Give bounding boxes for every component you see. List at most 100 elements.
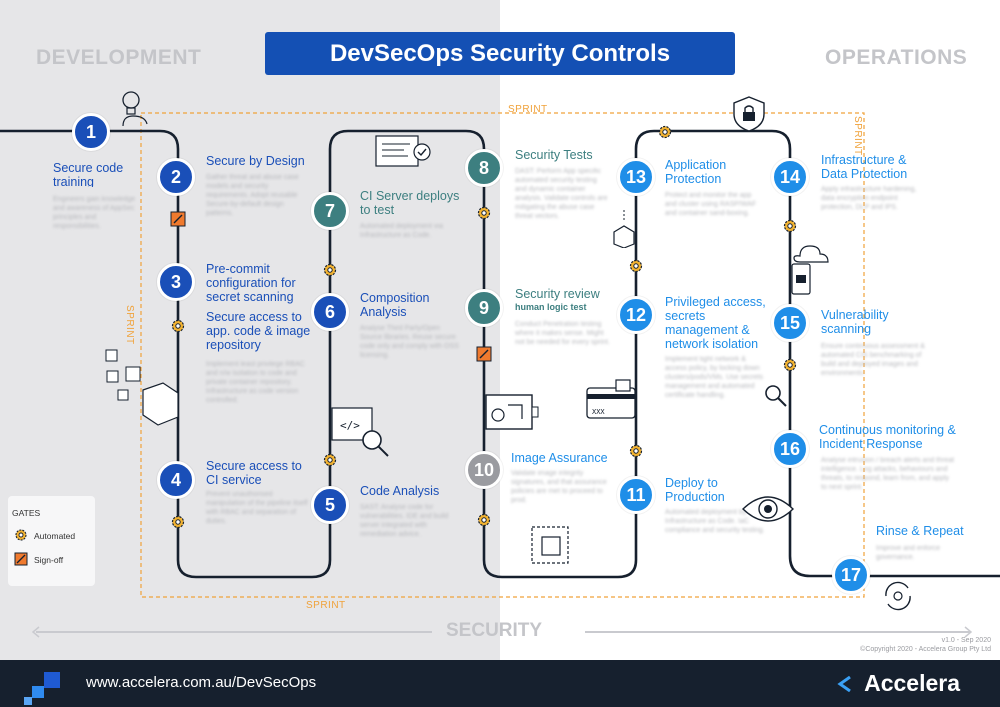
cubes-icon: [105, 349, 179, 426]
footer-url-link[interactable]: www.accelera.com.au/DevSecOps: [86, 674, 317, 691]
arrow-left-icon: [31, 626, 40, 638]
step-title-17: Rinse & Repeat: [876, 524, 964, 538]
step-title-3: Pre-commit configuration for secret scan…: [206, 262, 296, 304]
gear-icon: [477, 206, 491, 220]
cloud-phone-icon: [791, 245, 829, 295]
step-desc-8: DAST: Perform App specific automated sec…: [515, 168, 608, 220]
signoff-pencil-icon: [170, 211, 186, 227]
step-node-6: 6: [311, 293, 349, 331]
svg-text:XXX: XXX: [592, 408, 605, 416]
gear-icon: [629, 444, 643, 458]
step-node-13: 13: [617, 158, 655, 196]
step-desc-5: SAST: Analyse code for vulnerabilities. …: [360, 504, 449, 538]
rinse-cycle-icon: [885, 581, 911, 611]
sprint-label-right: SPRINT: [852, 116, 863, 156]
sprint-label-bottom: SPRINT: [306, 600, 346, 611]
card-lock-icon: XXX: [586, 379, 636, 419]
step-desc-14: Apply infrastructure hardening, data enc…: [821, 186, 917, 211]
step-title-10: Image Assurance: [511, 451, 608, 465]
step-title-11: Deploy to Production: [665, 476, 725, 504]
logo-square-1: [44, 672, 60, 688]
signoff-pencil-icon: [14, 552, 28, 566]
step-title-4: Secure access to CI service: [206, 459, 302, 487]
page-title: DevSecOps Security Controls: [265, 32, 735, 75]
step-title-14: Infrastructure & Data Protection: [821, 153, 908, 181]
step-desc-15: Ensure continuous assessment & automated…: [821, 343, 925, 377]
step-title-7: CI Server deploys to test: [360, 189, 460, 217]
step-desc-12: Implement tight network & access policy,…: [665, 356, 764, 399]
version-copyright: v1.0 - Sep 2020 ©Copyright 2020 - Accele…: [860, 636, 991, 654]
step-node-3: 3: [157, 263, 195, 301]
security-axis-right: [585, 631, 970, 633]
step-node-11: 11: [617, 476, 655, 514]
gear-icon: [15, 529, 27, 541]
gear-icon: [658, 125, 672, 139]
step-node-2: 2: [157, 158, 195, 196]
step-node-10: 10: [465, 451, 503, 489]
step-desc-17: Improve and enforce governance.: [876, 545, 941, 561]
step-desc-1: Engineers gain knowledge and awareness o…: [53, 196, 136, 230]
step-title-12: Privileged access, secrets management & …: [665, 295, 766, 351]
sprint-label-top: SPRINT: [508, 104, 548, 115]
dashboard-icon: [613, 210, 635, 248]
step-node-7: 7: [311, 192, 349, 230]
step-title-8: Security Tests: [515, 148, 593, 162]
step-title-3b: Secure access to app. code & image repos…: [206, 310, 311, 352]
version-text: v1.0 - Sep 2020: [941, 637, 991, 644]
step-sub-9: human logic test: [515, 302, 587, 312]
accelera-logo-icon: [837, 676, 851, 692]
step-node-16: 16: [771, 430, 809, 468]
sprint-boundary: [140, 112, 865, 598]
gear-icon: [171, 319, 185, 333]
gates-signoff-label: Sign-off: [34, 555, 64, 565]
step-node-9: 9: [465, 289, 503, 327]
signoff-pencil-icon: [476, 346, 492, 362]
phase-development: DEVELOPMENT: [36, 46, 202, 69]
step-node-4: 4: [157, 461, 195, 499]
step-title-6: Composition Analysis: [360, 291, 430, 319]
logo-square-3: [24, 697, 32, 705]
lightbulb-head-icon: [122, 91, 148, 127]
step-desc-6: Analyse Third Party/Open Source librarie…: [360, 325, 459, 359]
gear-icon: [171, 515, 185, 529]
step-desc-13: Protect and monitor the app and cluster …: [665, 192, 757, 217]
step-node-1: 1: [72, 113, 110, 151]
step-desc-3b: Implement least privilege RBAC and n/w i…: [206, 361, 305, 404]
step-title-15: Vulnerability scanning: [821, 308, 889, 336]
step-node-8: 8: [465, 149, 503, 187]
gear-icon: [783, 358, 797, 372]
svg-text:</>: </>: [340, 419, 360, 432]
step-desc-2: Gather threat and abuse case models and …: [206, 174, 299, 217]
step-title-2: Secure by Design: [206, 154, 305, 168]
gear-icon: [323, 453, 337, 467]
step-title-13: Application Protection: [665, 158, 727, 186]
phase-operations: OPERATIONS: [825, 46, 968, 69]
gates-automated-label: Automated: [34, 531, 76, 541]
step-title-1: Secure code training: [53, 161, 124, 187]
step-desc-10: Validate image integrity signatures, and…: [511, 470, 607, 504]
copyright-text: ©Copyright 2020 - Accelera Group Pty Ltd: [860, 646, 991, 653]
gates-legend: [8, 496, 95, 586]
container-icon: [485, 394, 539, 430]
logo-square-2: [32, 686, 44, 698]
gear-icon: [323, 263, 337, 277]
step-desc-16: Analyse intrusion / breach alerts and th…: [821, 457, 955, 491]
sprint-label-left: SPRINT: [124, 305, 135, 345]
shield-lock-icon: [733, 96, 765, 132]
step-desc-9: Conduct Penetration testing where it mak…: [515, 321, 610, 346]
brand-name: Accelera: [864, 670, 960, 696]
scan-frame-icon: [531, 526, 569, 564]
step-title-9: Security review: [515, 287, 600, 301]
step-node-5: 5: [311, 486, 349, 524]
arrow-right-icon: [964, 626, 973, 638]
code-search-icon: </>: [331, 407, 389, 457]
eye-icon: [741, 496, 795, 522]
step-node-17: 17: [832, 556, 870, 594]
step-desc-11: Automated deployment by Infrastructure a…: [665, 509, 765, 534]
gates-legend-title: GATES: [12, 508, 41, 518]
step-desc-4: Prevent unauthorised manipulation of the…: [206, 491, 308, 525]
footer-bar: [0, 660, 1000, 707]
search-icon: [765, 385, 787, 407]
step-title-5: Code Analysis: [360, 484, 440, 498]
